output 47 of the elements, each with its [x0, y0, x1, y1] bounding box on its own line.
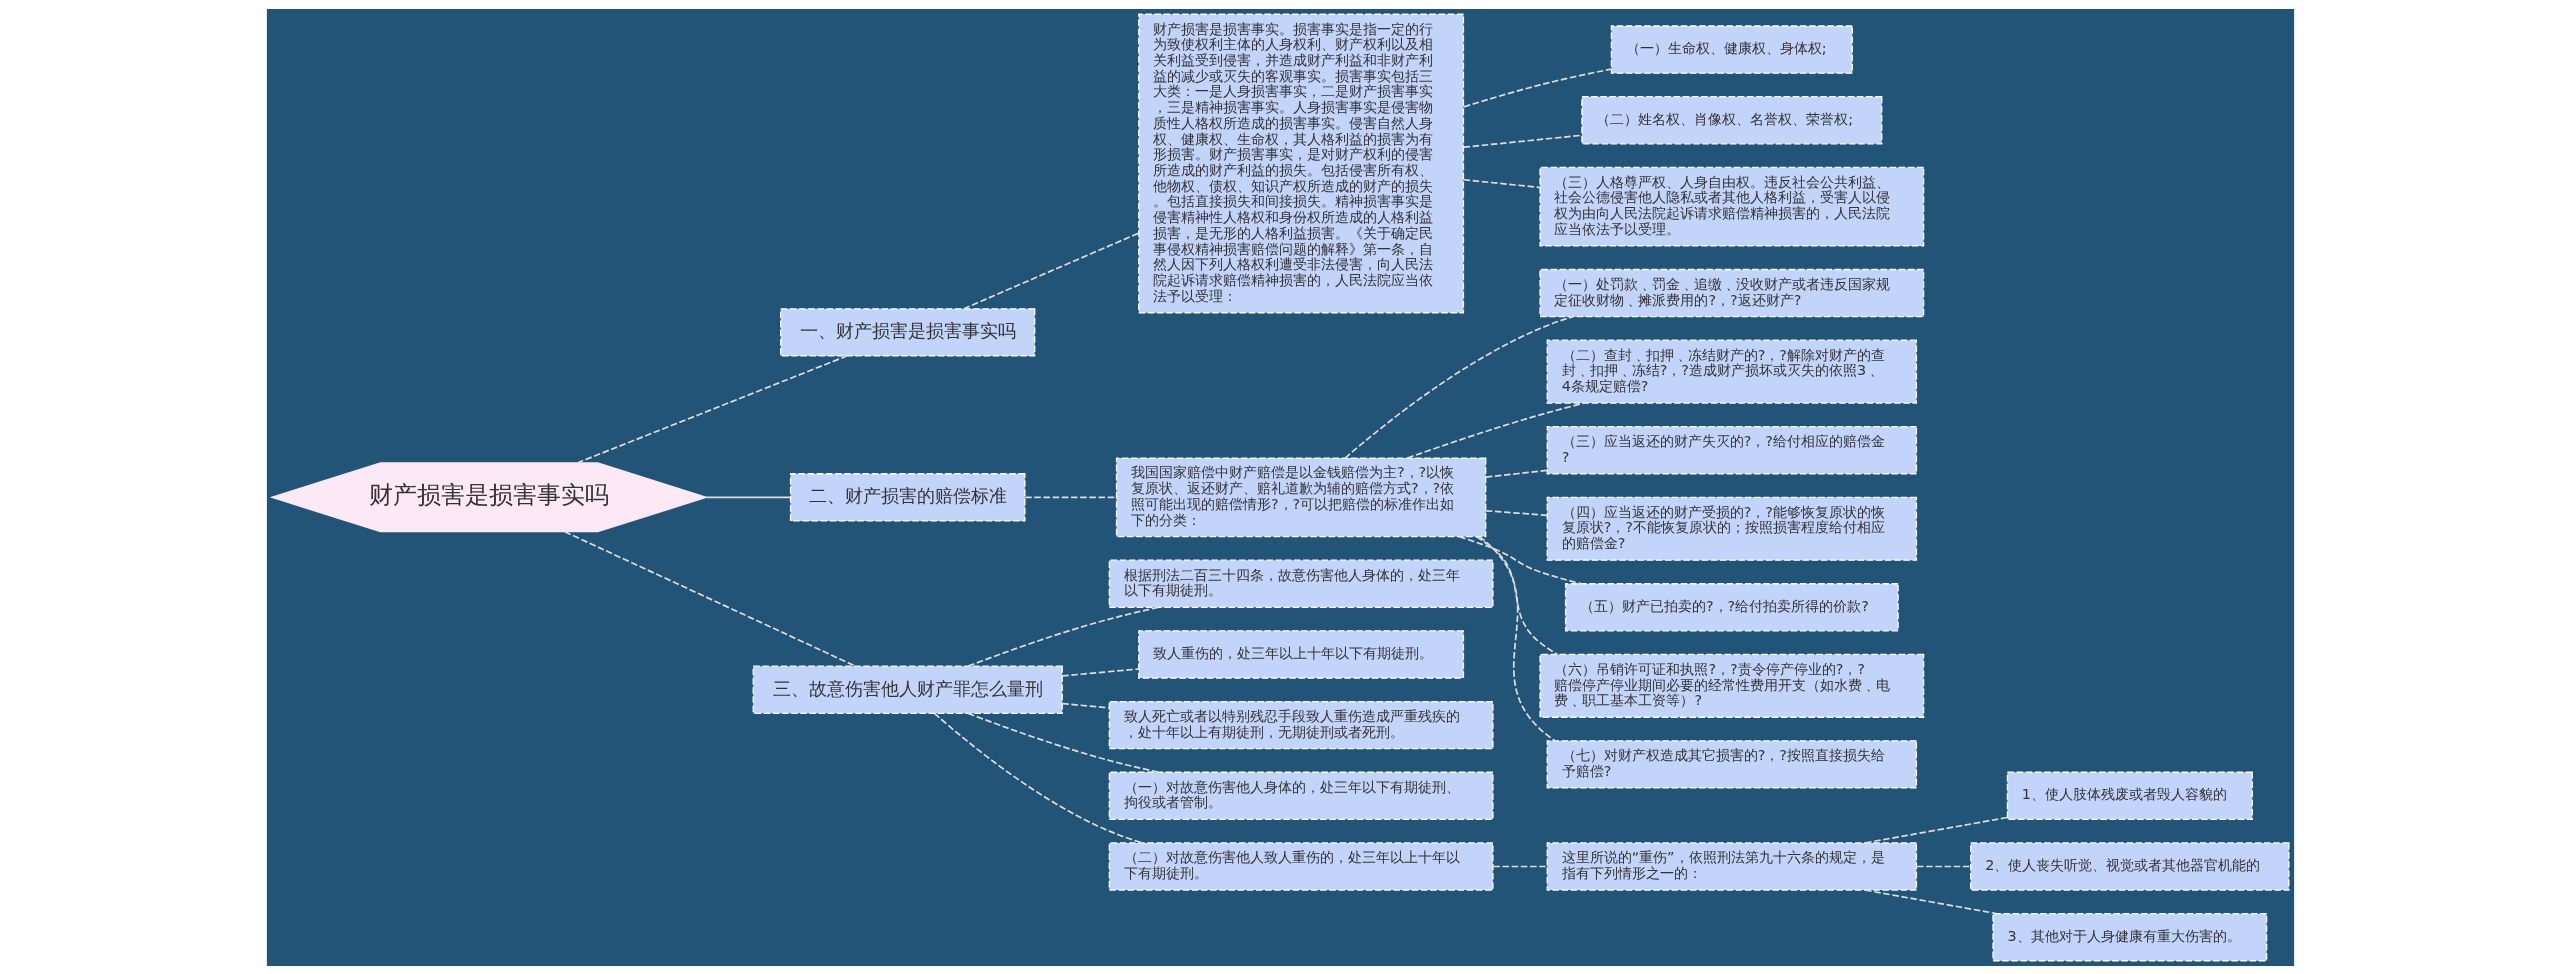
node-box: 这里所说的“重伤”，依照刑法第九十六条的规定，是指有下列情形之一的：: [1546, 841, 1917, 891]
connector: [1478, 535, 1556, 742]
node-box: （三）人格尊严权、人身自由权。违反社会公共利益、社会公德侵害他人隐私或者其他人格利益，受害人以侵权为由向人民法院起诉请求赔偿精神损害的，人民法院应当依法予以受理。: [1538, 166, 1924, 247]
connector: [1343, 315, 1574, 459]
connector: [1864, 816, 2008, 844]
node-box: 根据刑法二百三十四条，故意伤害他人身体的，处三年以下有期徒刑。: [1108, 559, 1494, 608]
connector: [1061, 702, 1110, 709]
connector: [1475, 535, 1558, 655]
connector: [1457, 535, 1582, 584]
node-box: （二）查封﹑扣押﹑冻结财产的?，?解除对财产的查封﹑扣押﹑冻结?，?造成财产损坏或灭失的依照3﹑4条规定赔偿?: [1546, 339, 1917, 404]
node-box: （一）处罚款﹑罚金﹑追缴﹑没收财产或者违反国家规定征收财物﹑摊派费用的?，?返还财产?: [1538, 268, 1924, 317]
connector: [1462, 67, 1612, 108]
node-box: （四）应当返还的财产受损的?，?能够恢复原状的恢复原状?，?不能恢复原状的；按照损害程度给付相应的赔偿金?: [1546, 496, 1917, 561]
node-box: （六）吊销许可证和执照?，?责令停产停业的?，?赔偿停产停业期间必要的经常性费用开支（如水费﹑电费﹑职工基本工资等）?: [1538, 653, 1924, 718]
connector: [1061, 667, 1139, 677]
connector: [1915, 865, 1971, 867]
connector: [1023, 495, 1117, 498]
connector: [1406, 401, 1585, 459]
connector: [563, 530, 856, 667]
connector: [575, 354, 847, 464]
node-box: （二）对故意伤害他人致人重伤的，处三年以上十年以下有期徒刑。: [1108, 841, 1494, 891]
node-box: （一）生命权、健康权、身体权;: [1610, 24, 1853, 74]
connector: [933, 712, 1143, 844]
node-box: 3、其他对于人身健康有重大伤害的。: [1991, 912, 2267, 961]
node-box: （二）姓名权、肖像权、名誉权、荣誉权;: [1580, 95, 1882, 144]
node-box: 三、故意伤害他人财产罪怎么量刑: [752, 665, 1063, 714]
node-box: （七）对财产权造成其它损害的?，?按照直接损失给予赔偿?: [1546, 739, 1917, 789]
connector: [1462, 178, 1541, 188]
connector: [1491, 865, 1548, 867]
node-box: 致人重伤的，处三年以上十年以下有期徒刑。: [1137, 629, 1464, 679]
node-box: 二、财产损害的赔偿标准: [789, 472, 1026, 522]
connector: [962, 231, 1139, 310]
node-box: 财产损害是损害事实。损害事实是指一定的行为致使权利主体的人身权利、财产权利以及相关利益受到侵害，并造成财产利益和非财产利益的减少或灭失的客观事实。损害事实包括三大类：一是人身损害事实，二是财产损害事实，三是精神损害事实。人身损害事实是侵害物质性人格权所造成的损害事实。侵害自然人身权、健康权、生命权，其人格利益的损害为有形损害。财产损害事实，是对财产权利的侵害所造成的财产利益的损失。包括侵害所有权、他物权、债权、知识产权所造成的财产的损失。包括直接损失和间接损失。精神损害事实是侵害精神性人格权和身份权所造成的人格利益损害，是无形的人格利益损害。《关于确定民事侵权精神损害赔偿问题的解释》第一条，自然人因下列人格权利遭受非法侵害，向人民法院起诉请求赔偿精神损害的，人民法院应当依法予以受理：: [1137, 13, 1464, 313]
connector: [1864, 888, 1997, 914]
node-box: 我国国家赔偿中财产赔偿是以金钱赔偿为主?，?以恢复原状、返还财产、赔礼道歉为辅的赔偿方式?，?依照可能出现的赔偿情形?，?可以把赔偿的标准作出如下的分类：: [1115, 456, 1486, 537]
node-box: 一、财产损害是损害事实吗: [779, 307, 1035, 357]
node-box: （一）对故意伤害他人身体的，处三年以下有期徒刑、拘役或者管制。: [1108, 771, 1494, 820]
node-box: （三）应当返还的财产失灭的?，?给付相应的赔偿金?: [1546, 425, 1917, 474]
node-box: （五）财产已拍卖的?，?给付拍卖所得的价款?: [1564, 582, 1899, 631]
node-box: 1、使人肢体残废或者毁人容貌的: [2006, 771, 2253, 820]
node-box: 2、使人丧失听觉、视觉或者其他器官机能的: [1969, 841, 2290, 891]
connector: [1484, 509, 1548, 516]
node-box: 致人死亡或者以特别残忍手段致人重伤造成严重残疾的，处十年以上有期徒刑，无期徒刑或者死刑。: [1108, 700, 1494, 749]
connector: [1484, 469, 1548, 478]
connector: [1462, 133, 1583, 148]
connector: [966, 606, 1160, 667]
connector: [705, 495, 791, 498]
